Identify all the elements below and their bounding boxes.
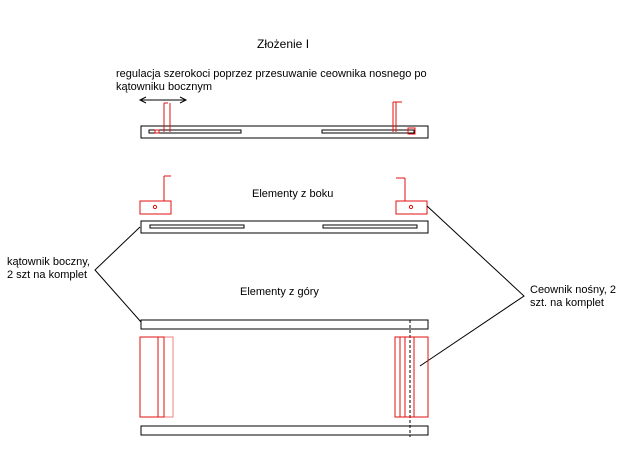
side-view-label: Elementy z boku xyxy=(252,188,334,200)
side-slot-left xyxy=(149,224,245,229)
top-angle-bar-left xyxy=(139,336,174,418)
top-angle-bar-right xyxy=(394,336,429,418)
top-view-label: Elementy z góry xyxy=(240,286,319,298)
assembly-red-uprights xyxy=(154,101,416,135)
assembly-slot-right xyxy=(321,129,415,134)
angle-bar-callout: kątownik boczny, 2 szt na komplet xyxy=(7,256,90,282)
channel-callout: Ceownik nośny, 2 szt. na komplet xyxy=(530,284,616,310)
assembly-view xyxy=(138,96,429,139)
adjustment-note-line-2: kątowniku bocznym xyxy=(116,81,212,93)
assembly-main-bar xyxy=(140,125,429,139)
side-angle-bar-left xyxy=(139,175,172,215)
side-slot-right xyxy=(322,224,418,229)
angle-bar-callout-line-1: kątownik boczny, xyxy=(7,256,90,268)
top-channel-lower xyxy=(140,425,429,436)
assembly-slot-left xyxy=(148,129,242,134)
channel-leader xyxy=(419,205,525,367)
side-view xyxy=(139,175,429,234)
top-channel-upper xyxy=(140,319,429,330)
adjustment-note-line-1: regulacja szerokoci poprzez przesuwanie … xyxy=(116,68,427,80)
channel-callout-line-1: Ceownik nośny, 2 xyxy=(530,284,617,296)
drawing-title: Złożenie I xyxy=(257,37,310,51)
adjustment-arrow xyxy=(138,96,188,104)
leader-lines xyxy=(94,205,525,367)
channel-callout-line-2: szt. na komplet xyxy=(530,297,604,309)
top-view xyxy=(139,319,429,437)
side-channel xyxy=(140,220,429,234)
angle-bar-callout-line-2: 2 szt na komplet xyxy=(7,269,88,281)
side-angle-bar-right xyxy=(395,177,428,215)
adjustment-note: regulacja szerokoci poprzez przesuwanie … xyxy=(116,68,427,94)
angle-bar-leader xyxy=(94,226,142,323)
